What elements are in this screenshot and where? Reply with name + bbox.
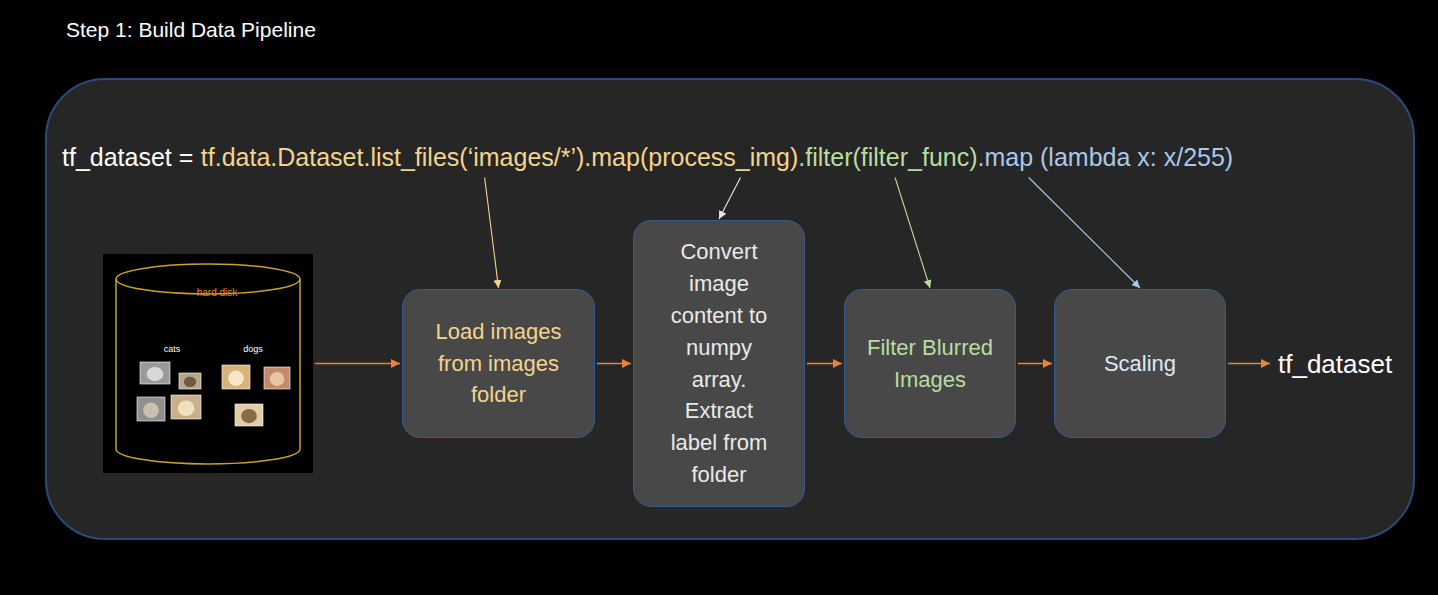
leader-line bbox=[1029, 178, 1140, 289]
box-text: Load images from images folder bbox=[419, 316, 578, 412]
pet-face bbox=[270, 372, 285, 386]
pet-photo bbox=[140, 362, 170, 384]
code-segment: .map (lambda x: x/255) bbox=[978, 141, 1234, 174]
code-segment: .filter(filter_func) bbox=[798, 141, 977, 174]
page-title: Step 1: Build Data Pipeline bbox=[66, 18, 316, 42]
photo-frame bbox=[137, 397, 165, 421]
pipeline-panel: hard disk cats dogs Load images from images… bbox=[45, 78, 1415, 540]
folder-label: cats bbox=[164, 344, 181, 354]
pet-face bbox=[143, 403, 159, 418]
photo-frame bbox=[171, 395, 201, 419]
folder-label: dogs bbox=[243, 344, 263, 354]
photo-frame bbox=[222, 365, 250, 389]
pet-photo bbox=[137, 397, 165, 421]
output-label: tf_dataset bbox=[1272, 344, 1398, 384]
process-box: Load images from images folder bbox=[402, 289, 595, 438]
process-box: Scaling bbox=[1054, 289, 1226, 438]
pet-face bbox=[147, 367, 164, 381]
flow-arrow bbox=[1228, 363, 1270, 365]
leader-line bbox=[485, 178, 499, 289]
cylinder-body bbox=[116, 279, 300, 464]
leader-line bbox=[719, 178, 741, 220]
photo-frame bbox=[264, 367, 290, 389]
pet-face bbox=[228, 371, 244, 386]
output-text: tf_dataset bbox=[1278, 349, 1392, 380]
code-line: tf_dataset =tf.data.Dataset.list_files(‘… bbox=[62, 141, 1233, 174]
pet-face bbox=[184, 377, 196, 387]
disk-label: hard disk bbox=[197, 287, 238, 298]
flow-arrow bbox=[315, 363, 400, 365]
photo-frame bbox=[235, 404, 263, 426]
pet-photo bbox=[264, 367, 290, 389]
box-text: Convert image content to numpy array. Ex… bbox=[660, 236, 778, 491]
box-text: Scaling bbox=[1104, 348, 1176, 380]
code-segment: .map(process_img) bbox=[584, 141, 798, 174]
code-segment: tf.data.Dataset.list_files(‘images/*’) bbox=[201, 141, 584, 174]
process-box: Convert image content to numpy array. Ex… bbox=[633, 220, 805, 507]
pet-photo bbox=[222, 365, 250, 389]
flow-arrow bbox=[597, 363, 631, 365]
leader-line bbox=[895, 178, 930, 289]
process-box: Filter Blurred Images bbox=[844, 289, 1016, 438]
pet-photo bbox=[179, 373, 201, 389]
photo-frame bbox=[179, 373, 201, 389]
pet-face bbox=[241, 409, 257, 423]
leader-lines bbox=[485, 178, 1140, 289]
box-text: Filter Blurred Images bbox=[861, 332, 999, 396]
pet-face bbox=[178, 401, 195, 416]
code-segment: tf_dataset = bbox=[62, 141, 193, 174]
photo-frame bbox=[140, 362, 170, 384]
pet-photo bbox=[171, 395, 201, 419]
pet-photo bbox=[235, 404, 263, 426]
hard-disk-illustration: hard disk cats dogs bbox=[103, 254, 313, 473]
flow-arrow bbox=[807, 363, 842, 365]
flow-arrow bbox=[1018, 363, 1052, 365]
